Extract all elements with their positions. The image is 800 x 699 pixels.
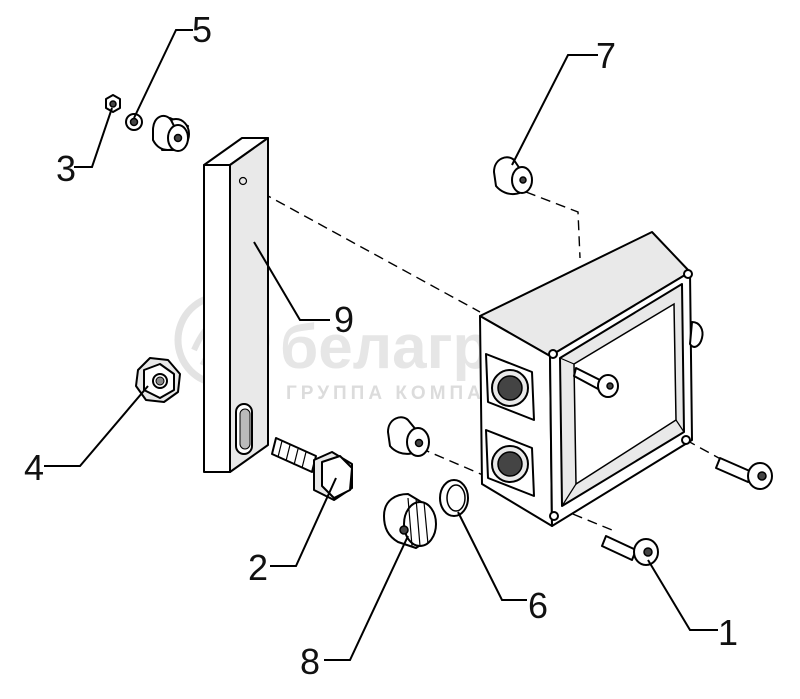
- callout-1: 1: [718, 612, 738, 653]
- callout-7: 7: [596, 35, 616, 76]
- leader-3: [74, 107, 113, 168]
- leader-4: [44, 385, 149, 467]
- spacer-top-right: [493, 156, 533, 195]
- electrical-box: [479, 231, 704, 527]
- mounting-bar: [203, 137, 269, 473]
- leader-7: [511, 54, 598, 166]
- dash-spacer-top: [525, 191, 581, 259]
- callout-6: 6: [528, 585, 548, 626]
- callout-9: 9: [334, 299, 354, 340]
- inner-screw: [573, 367, 619, 398]
- dash-bar-to-box: [247, 184, 481, 313]
- leader-5: [133, 29, 193, 119]
- spacer-middle: [387, 416, 430, 457]
- connector-upper: [485, 353, 535, 421]
- leader-9: [253, 241, 330, 321]
- right-screw: [715, 457, 773, 490]
- callout-2: 2: [248, 547, 268, 588]
- leader-2: [270, 477, 337, 567]
- dash-spacer-to-box: [419, 447, 491, 479]
- washer: [125, 113, 143, 131]
- hex-bolt: [271, 437, 353, 501]
- knurled-cap: [383, 493, 437, 549]
- hex-nut: [135, 357, 181, 403]
- leader-1: [647, 559, 718, 631]
- callout-8: 8: [300, 641, 320, 682]
- callout-3: 3: [56, 148, 76, 189]
- leader-lines: [44, 29, 718, 661]
- o-ring: [439, 479, 469, 517]
- watermark-subtitle: ГРУППА КОМПАНИЙ: [286, 382, 538, 404]
- leader-8: [324, 535, 409, 661]
- bottom-screw: [601, 535, 659, 566]
- connector-lower: [485, 429, 535, 497]
- callout-labels: 3 5 7 9 4 2 1 6 8: [24, 9, 738, 682]
- callout-5: 5: [192, 9, 212, 50]
- callout-4: 4: [24, 447, 44, 488]
- small-nut: [105, 94, 121, 113]
- leader-6: [457, 511, 527, 601]
- spacer-top-left: [152, 114, 190, 152]
